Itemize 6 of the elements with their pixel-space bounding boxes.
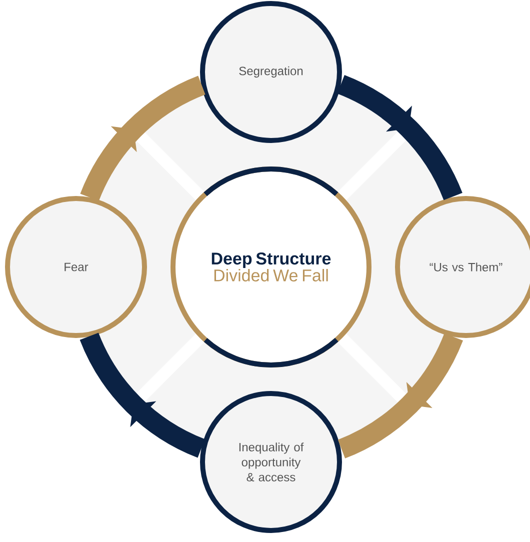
curved-arrow [80, 76, 206, 202]
curved-arrow [337, 75, 462, 200]
curved-arrow [338, 333, 463, 458]
curved-arrow [80, 332, 206, 458]
node-label: “Us vs Them” [430, 262, 502, 272]
node-label: Inequality of opportunity & access [239, 442, 304, 482]
